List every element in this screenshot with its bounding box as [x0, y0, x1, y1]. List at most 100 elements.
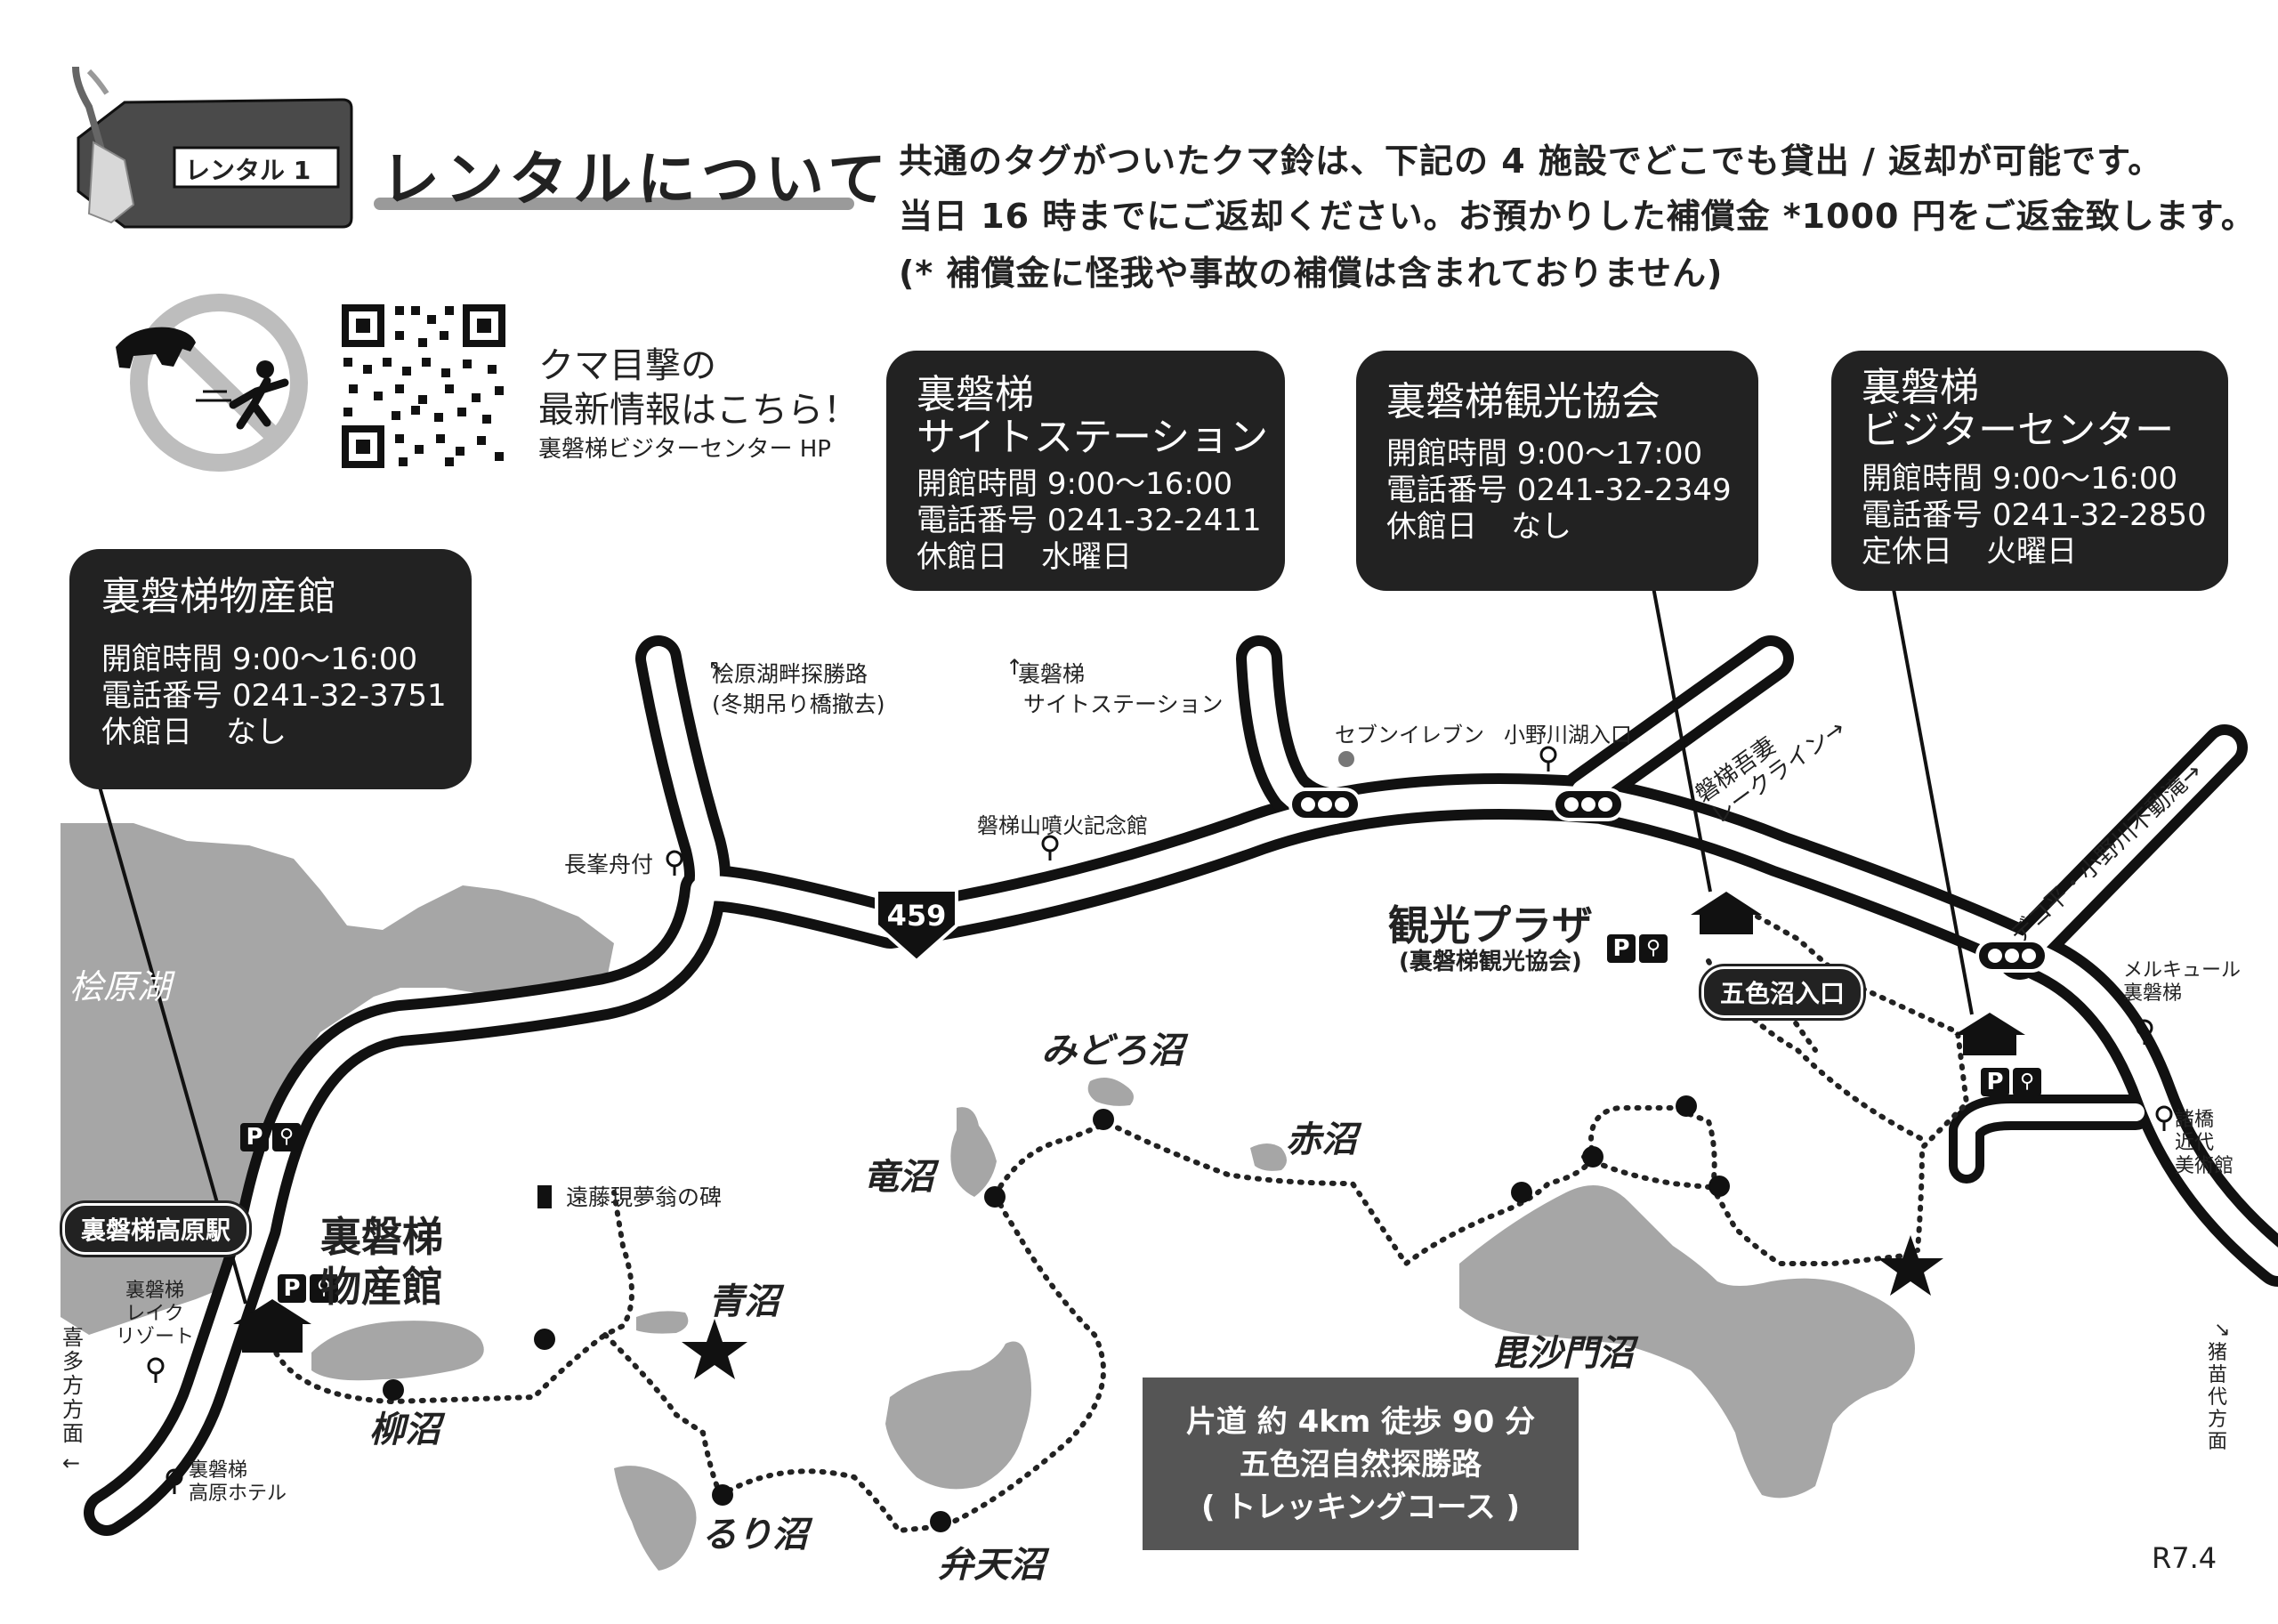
- rental-tag-label: レンタル 1: [185, 156, 311, 185]
- road-visitor-inner: [1958, 1103, 2145, 1175]
- hours-label: 開館時間: [917, 466, 1038, 502]
- closed-label: 休館日: [101, 715, 192, 750]
- star-bishamon-icon: [1878, 1235, 1943, 1296]
- parking-hibara: P: [240, 1123, 269, 1151]
- parking-bussankan: P: [278, 1274, 306, 1303]
- road-north-1-inner: [646, 646, 720, 907]
- endo-monument-label: 遠藤現夢翁の碑: [566, 1184, 723, 1210]
- facility-name: 裏磐梯観光協会: [1386, 379, 1660, 424]
- goshikinuma-entrance-pill: 五色沼入口: [1701, 966, 1864, 1018]
- course-line-3: ( トレッキングコース ): [1200, 1490, 1521, 1525]
- intro-line-2: 当日 16 時までにご返却ください。お預かりした補償金 *1000 円をご返金致…: [899, 197, 2256, 236]
- pond-aka-label: 赤沼: [1286, 1119, 1357, 1160]
- phone-value[interactable]: 0241-32-2850: [1991, 497, 2207, 533]
- route-459-shield-icon: [875, 888, 958, 964]
- toilet-bussankan-icon: ⚲: [310, 1274, 338, 1303]
- pond-bishamon-shape: [1459, 1185, 1915, 1499]
- kitakata-label: 喜多方方面: [62, 1325, 84, 1446]
- kogen-hotel-label: 裏磐梯 高原ホテル: [189, 1459, 287, 1505]
- mercure-label: メルキュール 裏磐梯: [2123, 959, 2242, 1005]
- facility-card-bussankan: 裏磐梯物産館 開館時間 9:00〜16:00 電話番号 0241-32-3751…: [69, 549, 472, 789]
- node-midoro: [1093, 1109, 1114, 1130]
- pond-tatsu-label: 竜沼: [863, 1157, 934, 1198]
- parking-visitor: P: [1981, 1068, 2009, 1096]
- lake-resort-label: 裏磐梯 レイク リゾート: [116, 1280, 195, 1348]
- traffic-signals: [1288, 788, 2048, 973]
- node-bishamon-4: [1708, 1176, 1730, 1197]
- parking-icon: P: [283, 1275, 301, 1302]
- morohashi-label: 諸橋 近代 美術館: [2175, 1109, 2234, 1177]
- qr-code-icon[interactable]: [342, 304, 505, 468]
- bear-info-line-3[interactable]: 裏磐梯ビジターセンター HP: [538, 436, 831, 463]
- node-ao: [534, 1329, 555, 1350]
- parking-icon: P: [1986, 1069, 2004, 1095]
- node-ruri: [712, 1484, 733, 1506]
- pond-tatsu-shape: [950, 1107, 997, 1197]
- phone-label: 電話番号: [101, 678, 222, 714]
- toilet-hibara-icon: ⚲: [272, 1123, 301, 1151]
- trail-nodes: [383, 1095, 1730, 1532]
- phone-value[interactable]: 0241-32-2349: [1516, 473, 1732, 508]
- bear-info-line-2: 最新情報はこちら！: [538, 390, 859, 431]
- phone-value[interactable]: 0241-32-2411: [1046, 503, 1262, 538]
- facility-card-kanko-kyokai: 裏磐梯観光協会 開館時間 9:00〜17:00 電話番号 0241-32-234…: [1356, 351, 1758, 591]
- bandai-memorial-label: 磐梯山噴火記念館: [977, 813, 1148, 838]
- hibara-trail-label: 桧原湖畔探勝路: [712, 661, 868, 687]
- hours-label: 開館時間: [101, 642, 222, 677]
- toilet-visitor-icon: ⚲: [2013, 1068, 2041, 1096]
- hours-value: 9:00〜17:00: [1516, 436, 1703, 472]
- parking-icon: P: [1612, 935, 1630, 962]
- hours-value: 9:00〜16:00: [1046, 466, 1233, 502]
- kanko-plaza-sublabel: (裏磐梯観光協会): [1399, 949, 1582, 975]
- closed-label: 休館日: [917, 539, 1007, 575]
- pond-aka-shape: [1250, 1143, 1287, 1171]
- pond-midoro-label: みどろ沼: [1041, 1030, 1183, 1071]
- intro-line-3: (* 補償金に怪我や事故の補償は含まれておりません): [899, 254, 1724, 293]
- kanko-plaza-label: 観光プラザ: [1388, 901, 1593, 949]
- endo-monument-icon: [537, 1185, 552, 1208]
- seven-eleven-dot-icon: [1338, 751, 1354, 767]
- bear-info-line-1: クマ目撃の: [538, 345, 716, 386]
- road-dekodaira-inner: [2007, 735, 2237, 969]
- node-bishamon-1: [1511, 1182, 1532, 1203]
- facility-name: 裏磐梯 サイトステーション: [917, 372, 1269, 460]
- hours-value: 9:00〜16:00: [1991, 461, 2178, 497]
- closed-label: 休館日: [1386, 509, 1477, 545]
- closed-value: なし: [1511, 509, 1571, 545]
- facility-card-site-station: 裏磐梯 サイトステーション 開館時間 9:00〜16:00 電話番号 0241-…: [886, 351, 1285, 591]
- course-line-2: 五色沼自然探勝路: [1240, 1447, 1482, 1483]
- bussankan-label: 裏磐梯 物産館: [320, 1213, 443, 1311]
- hours-value: 9:00〜16:00: [231, 642, 418, 677]
- pond-ruri-label: るり沼: [701, 1515, 808, 1555]
- parking-icon: P: [246, 1124, 263, 1151]
- hibara-trail-note: (冬期吊り橋撤去): [712, 691, 885, 717]
- phone-value[interactable]: 0241-32-3751: [231, 678, 447, 714]
- arrow-left-icon: ←: [62, 1450, 81, 1475]
- arrow-se-icon: ↘: [2214, 1319, 2231, 1341]
- pond-ruri-shape: [614, 1466, 697, 1571]
- phone-label: 電話番号: [1386, 473, 1507, 508]
- facility-name: 裏磐梯物産館: [101, 574, 336, 619]
- pond-ao-shape: [636, 1311, 689, 1334]
- houses: [233, 892, 2025, 1353]
- trail-goshikinuma: [269, 914, 1970, 1534]
- seven-eleven-label: セブンイレブン: [1335, 723, 1484, 747]
- lake-hibara-label: 桧原湖: [69, 967, 172, 1006]
- node-bishamon-3: [1676, 1095, 1697, 1117]
- star-ao-icon: [682, 1319, 747, 1379]
- house-plaza-icon: [1691, 892, 1762, 934]
- closed-value: 火曜日: [1986, 534, 2077, 570]
- course-line-1: 片道 約 4km 徒歩 90 分: [1185, 1404, 1536, 1440]
- pond-ao-label: 青沼: [708, 1281, 780, 1322]
- bus-stop-onogawa-icon: [1539, 746, 1557, 764]
- phone-label: 電話番号: [917, 503, 1038, 538]
- pond-benten-shape: [885, 1341, 1031, 1490]
- node-tatsu: [984, 1186, 1006, 1208]
- site-station-label-1: 裏磐梯: [1018, 661, 1086, 687]
- toilet-plaza-icon: ⚲: [1639, 934, 1668, 963]
- node-benten: [930, 1511, 951, 1532]
- onogawa-entrance-label: 小野川湖入口: [1504, 723, 1632, 747]
- version-label: R7.4: [2152, 1541, 2217, 1575]
- closed-value: なし: [226, 715, 287, 750]
